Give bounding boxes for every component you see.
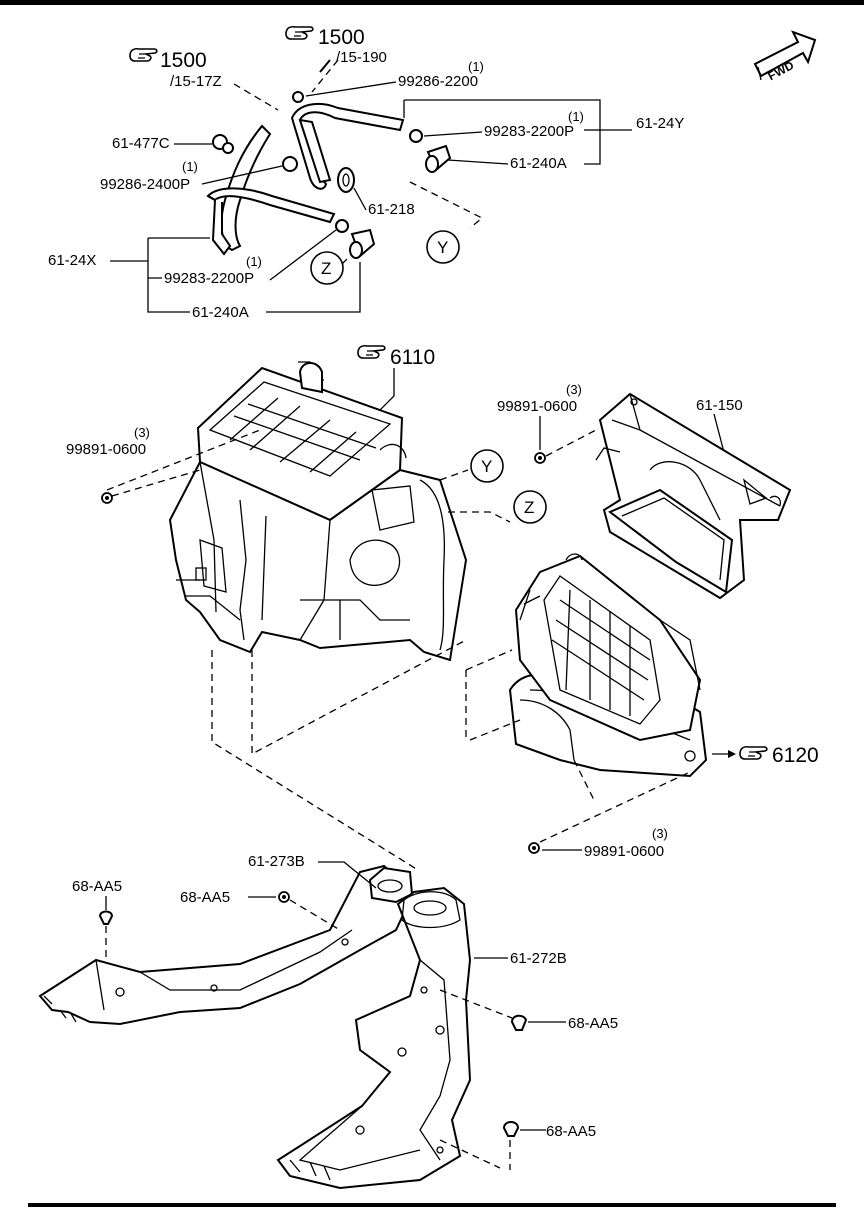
callout-z-mid: Z: [513, 490, 547, 524]
ref-1500-left: 1500 /15-17Z: [129, 47, 222, 90]
leader-blower-left: [465, 649, 521, 741]
callout-y-top-label: Y: [437, 238, 448, 257]
callout-z-top-label: Z: [321, 259, 331, 278]
clip-99286-2400p-label: 99286-2400P: [100, 176, 190, 193]
ref-1500-right-sub: /15-190: [336, 49, 387, 66]
floor-duct-61-272b: [276, 886, 472, 1190]
callout-z-top: Z: [310, 251, 344, 285]
pipe-61-240a-bottom-icon: [349, 228, 376, 259]
nut-bottom-icon: [528, 842, 540, 854]
clip-99286-2200-label: 99286-2200: [398, 73, 478, 90]
clip-68-aa5-right-label: 68-AA5: [568, 1015, 618, 1032]
ref-6110-label: 6110: [390, 346, 435, 369]
clip-99283-top-icon: [409, 129, 423, 143]
heater-hoses: [206, 91, 452, 259]
part-61-150-label: 61-150: [696, 397, 743, 414]
clip-68-aa5-left-label: 68-AA5: [72, 878, 122, 895]
callout-z-mid-label: Z: [524, 498, 534, 517]
leader-1500-right: [311, 59, 339, 93]
ref-6110: 6110: [357, 344, 435, 369]
leader-nut-left: [106, 429, 261, 497]
fwd-arrow-icon: FWD: [753, 30, 817, 83]
leader-1500-left: [233, 83, 279, 111]
clip-68-aa5-mid-icon: [278, 891, 290, 903]
leader-blower-down: [573, 759, 595, 801]
clip-68-aa5-bottom-icon: [502, 1121, 520, 1137]
clip-61-477c-icon: [212, 134, 234, 154]
clip-99283-bottom-label: 99283-2200P: [164, 270, 254, 287]
clip-99286-2400p-qty: (1): [182, 159, 198, 174]
part-61-240a-top-label: 61-240A: [510, 155, 567, 172]
floor-duct-61-273b: [38, 864, 414, 1026]
part-61-272b-label: 61-272B: [510, 950, 567, 967]
clip-68-aa5-mid-label: 68-AA5: [180, 889, 230, 906]
ref-1500-right-label: 1500: [318, 26, 365, 49]
nut-left-icon: [101, 492, 113, 504]
heater-unit-6110: [168, 361, 468, 662]
part-61-24x-label: 61-24X: [48, 252, 96, 269]
ref-1500-right: 1500 /15-190: [285, 25, 387, 66]
leader-68-aa5-mid: [289, 899, 341, 931]
leader-z-mid: [448, 511, 511, 523]
part-61-477c-label: 61-477C: [112, 135, 170, 152]
clip-99286-2200-icon: [292, 91, 304, 103]
leader-68-aa5-right: [439, 989, 513, 1019]
leader-nut-bottom: [539, 771, 691, 843]
clip-99283-bottom-icon: [335, 219, 349, 233]
clip-68-aa5-left-icon: [98, 910, 114, 925]
clip-99283-top-label: 99283-2200P: [484, 123, 574, 140]
leader-nut-top: [545, 429, 597, 457]
nut-top-qty: (3): [566, 382, 582, 397]
ref-6120: 6120: [712, 744, 819, 767]
leader-heater-duct-left: [211, 650, 419, 871]
clip-68-aa5-bottom-label: 68-AA5: [546, 1123, 596, 1140]
nut-bottom-qty: (3): [652, 826, 668, 841]
part-61-240a-bottom-label: 61-240A: [192, 304, 249, 321]
leader-heater-duct-right: [251, 639, 467, 756]
leader-y-top: [409, 181, 484, 229]
leader-z-top: [341, 255, 351, 265]
nut-bottom-label: 99891-0600: [584, 843, 664, 860]
part-61-218-label: 61-218: [368, 201, 415, 218]
nut-left-label: 99891-0600: [66, 441, 146, 458]
part-61-24y-label: 61-24Y: [636, 115, 684, 132]
ref-1500-left-label: 1500: [160, 49, 207, 72]
callout-y-mid-label: Y: [481, 457, 492, 476]
clip-68-aa5-right-icon: [510, 1014, 528, 1031]
clip-99283-top-qty: (1): [568, 109, 584, 124]
callout-y-top: Y: [426, 230, 460, 264]
clip-99286-2200-qty: (1): [468, 59, 484, 74]
callout-y-mid: Y: [470, 449, 504, 483]
leader-y-mid: [439, 469, 469, 481]
duct-61-150: [595, 392, 792, 600]
bottom-border: [28, 1203, 836, 1207]
hose-clip-61-218-icon: [337, 167, 355, 193]
ref-6120-label: 6120: [772, 744, 819, 767]
top-border: [0, 0, 864, 5]
nut-top-icon: [534, 452, 546, 464]
nut-top-label: 99891-0600: [497, 398, 577, 415]
ref-1500-left-sub: /15-17Z: [170, 73, 222, 90]
part-61-273b-label: 61-273B: [248, 853, 305, 870]
clip-99283-bottom-qty: (1): [246, 254, 262, 269]
clip-99286-2400p-icon: [282, 156, 298, 172]
blower-unit-6120: [508, 553, 708, 778]
pipe-61-240a-top-icon: [425, 144, 452, 173]
nut-left-qty: (3): [134, 425, 150, 440]
leader-68-aa5-bottom: [439, 1139, 511, 1170]
